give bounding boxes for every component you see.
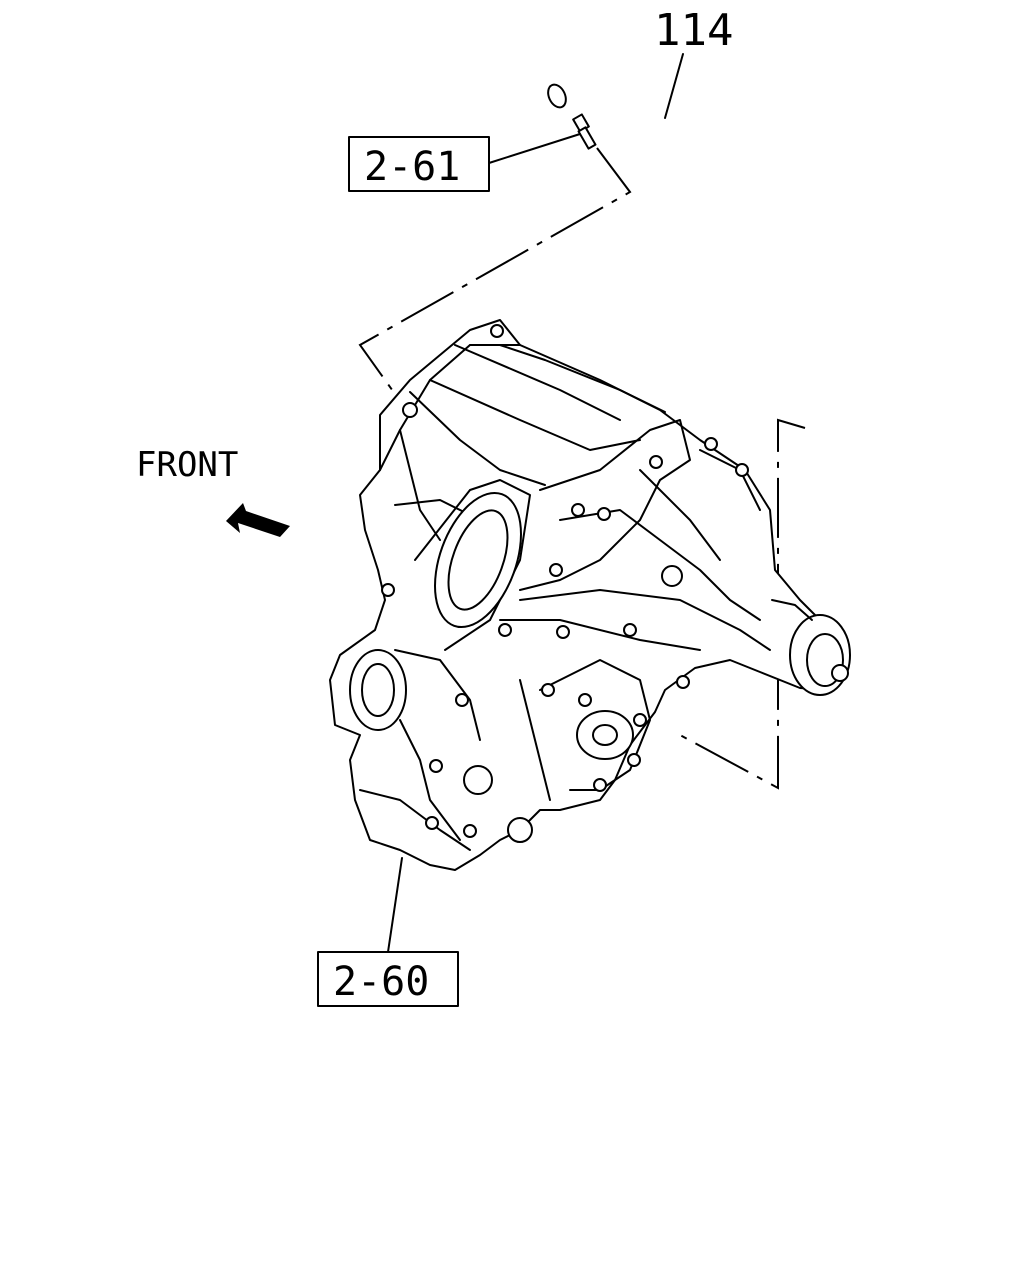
front-label: FRONT (136, 445, 238, 485)
part-114-label: 114 (654, 5, 733, 56)
vent-hose (547, 73, 886, 447)
ref-2-60-leader (387, 857, 403, 953)
ref-2-61-label: 2-61 (364, 144, 460, 190)
transfer-case-illustration (329, 319, 851, 871)
ref-box-2-60[interactable] (317, 951, 459, 1007)
ref-2-60-label: 2-60 (333, 959, 429, 1005)
ref-box-2-61[interactable] (348, 136, 490, 192)
alignment-line-upper (358, 147, 632, 409)
ref-2-61-leader (488, 133, 581, 164)
part-114-leader (664, 53, 684, 119)
front-arrow-icon (226, 503, 290, 537)
vent-connector-bolt (572, 113, 597, 150)
